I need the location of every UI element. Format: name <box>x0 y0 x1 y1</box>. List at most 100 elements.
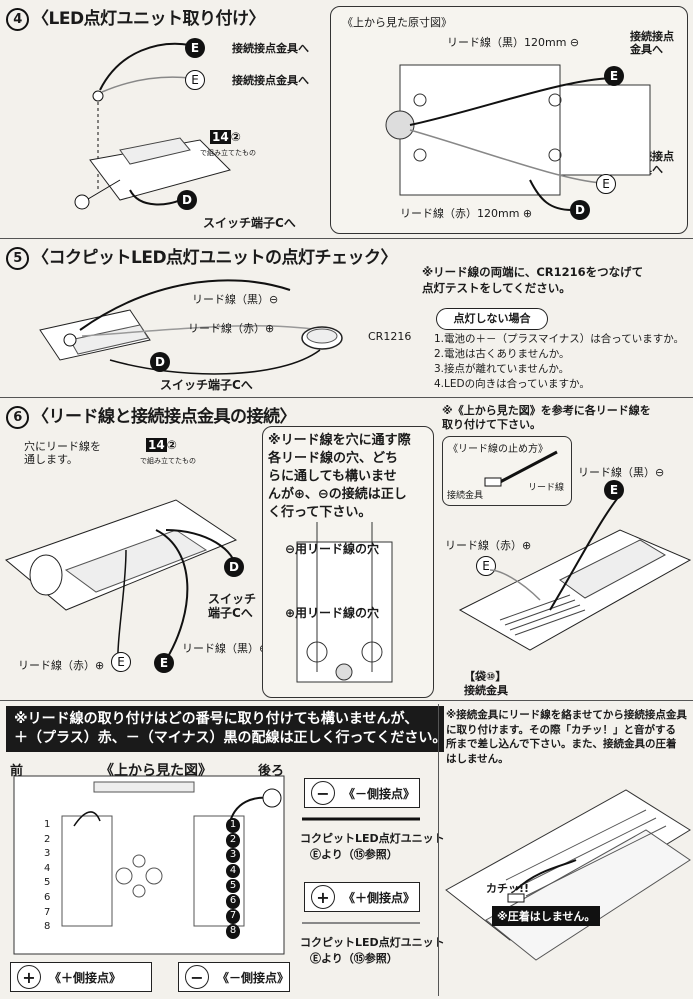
battery-icon <box>301 326 343 350</box>
unit-label: コクピットLED点灯ユニット <box>300 936 445 949</box>
from-e-label: Ⓔより（⑮参照） <box>310 952 398 965</box>
plus-icon: + <box>17 965 41 989</box>
red-lead-label: リード線（赤）120mm ⊕ <box>400 207 533 220</box>
minus-contact-legend: −《－側接点》 <box>304 778 420 808</box>
minus-hole-label: ⊖用リード線の穴 <box>285 542 380 556</box>
front-label: 前 <box>10 764 24 779</box>
hole-caution: ※リード線を穴に通す際 各リード線の穴、どち らに通しても構いませ んが⊕、⊖の… <box>268 433 411 520</box>
contact-number: 7 <box>44 906 51 918</box>
e-connector-badge: E <box>476 556 496 576</box>
led-unit-lead-black <box>302 817 420 821</box>
step-number: 6 <box>6 406 29 429</box>
e-connector-badge: E <box>604 66 624 86</box>
hole-diagram <box>296 522 393 683</box>
unit-label: コクピットLED点灯ユニット <box>300 832 445 845</box>
switch-terminal-label: スイッチ 端子Cへ <box>208 592 257 620</box>
e-destination-label: 接続接点 金具へ <box>630 30 674 56</box>
contact-number: 4 <box>44 862 51 874</box>
top-view-illustration <box>458 494 692 651</box>
black-lead-label: リード線（黒）120mm ⊖ <box>447 36 580 49</box>
switch-terminal-label: スイッチ端子Cへ <box>160 378 253 392</box>
red-lead-label: リード線（赤）⊕ <box>18 659 105 672</box>
step-reference-note: で組み立てたもの <box>200 149 256 157</box>
inset-title: 《上から見た原寸図》 <box>342 16 452 29</box>
plus-hole-label: ⊕用リード線の穴 <box>285 606 380 620</box>
column-divider <box>438 704 439 996</box>
top-view-title: 《上から見た図》 <box>100 763 212 779</box>
lead-label: リード線 <box>528 483 565 493</box>
contact-number: 2 <box>226 833 240 848</box>
d-connector-badge: D <box>570 200 590 220</box>
from-e-label: Ⓔより（⑮参照） <box>310 848 398 861</box>
left-contact-numbers: 1 2 3 4 5 6 7 8 <box>44 818 50 935</box>
contact-number: 4 <box>226 863 240 879</box>
e-connector-badge: E <box>604 480 624 500</box>
led-check-illustration <box>39 279 321 375</box>
step-reference-note: で組み立てたもの <box>140 457 196 465</box>
lead-stop-title: 《リード線の止め方》 <box>448 444 548 455</box>
contact-number: 5 <box>44 877 51 889</box>
plus-contact-legend: +《＋側接点》 <box>304 882 420 912</box>
minus-icon: − <box>311 781 335 805</box>
troubleshoot-item: 2.電池は古くありませんか。 <box>434 348 570 360</box>
lead-stop-diagram <box>484 450 558 487</box>
contact-top-view <box>13 775 285 955</box>
plus-icon: + <box>311 885 335 909</box>
no-crimp-note: ※圧着はしません。 <box>492 906 601 926</box>
contact-number: 3 <box>226 848 240 863</box>
e-destination-label: 接続接点金具へ <box>232 74 309 87</box>
section-6-title: 6〈リード線と接続接点金具の接続〉 <box>6 402 297 429</box>
troubleshoot-item: 3.接点が離れていませんか。 <box>434 363 570 375</box>
minus-contact-footer: −《－側接点》 <box>178 962 290 992</box>
contact-number: 5 <box>226 878 240 894</box>
frame-wiring-illustration <box>5 499 238 671</box>
contact-number: 6 <box>226 893 240 909</box>
switch-terminal-label: スイッチ端子Cへ <box>203 216 296 230</box>
right-contact-numbers: 1 2 3 4 5 6 7 8 <box>226 818 240 939</box>
trouble-title: 点灯しない場合 <box>436 308 548 330</box>
inset-diagram <box>385 64 651 211</box>
bag-label: 【袋⑩】 接続金具 <box>464 670 508 697</box>
led-unit-illustration <box>74 42 231 210</box>
contact-number: 2 <box>44 833 51 845</box>
step-number: 5 <box>6 247 29 270</box>
minus-icon: − <box>185 965 209 989</box>
e-connector-badge: E <box>596 174 616 194</box>
troubleshoot-item: 1.電池の＋－（プラスマイナス）は合っていますか。 <box>434 333 685 345</box>
wiring-warning-banner: ※リード線の取り付けはどの番号に取り付けても構いませんが、 ＋（プラス）赤、－（… <box>6 706 446 752</box>
metal-label: 接続金具 <box>447 491 484 501</box>
black-lead-label: リード線（黒）⊖ <box>192 293 279 306</box>
e-connector-badge: E <box>185 70 205 90</box>
top-view-note: ※《上から見た図》を参考に各リード線を 取り付けて下さい。 <box>442 404 651 431</box>
section-divider <box>0 397 693 398</box>
section-divider <box>0 700 693 701</box>
d-connector-badge: D <box>177 190 197 210</box>
contact-number: 6 <box>44 891 51 903</box>
step-number: 4 <box>6 8 29 31</box>
troubleshoot-item: 4.LEDの向きは合っていますか。 <box>434 378 590 390</box>
contact-number: 8 <box>44 921 51 933</box>
red-lead-label: リード線（赤）⊕ <box>445 539 532 552</box>
e-connector-badge: E <box>111 652 131 672</box>
battery-label: CR1216 <box>368 330 412 343</box>
section-5-title: 5〈コクピットLED点灯ユニットの点灯チェック〉 <box>6 243 398 270</box>
metal-attach-note: ※接続金具にリード線を絡ませてから接続接点金具 に取り付けます。その際「カチッ！… <box>446 709 687 765</box>
e-destination-label: 接続接点金具へ <box>232 42 309 55</box>
contact-number: 3 <box>44 848 51 860</box>
black-lead-label: リード線（黒）⊖ <box>578 466 665 479</box>
lead-stop-box <box>442 436 572 506</box>
contact-number: 1 <box>44 819 51 830</box>
d-connector-badge: D <box>224 557 244 577</box>
troubleshoot-list: 1.電池の＋－（プラスマイナス）は合っていますか。 2.電池は古くありませんか。… <box>434 332 684 392</box>
led-unit-lead-red <box>302 922 420 924</box>
contact-number: 1 <box>226 818 240 833</box>
section-divider <box>0 238 693 239</box>
hole-note: 穴にリード線を 通します。 <box>24 440 101 466</box>
contact-number: 8 <box>226 924 240 939</box>
red-lead-label: リード線（赤）⊕ <box>188 322 275 335</box>
test-note: ※リード線の両端に、CR1216をつなげて 点灯テストをしてください。 <box>422 265 644 295</box>
e-connector-badge: E <box>185 38 205 58</box>
plus-contact-footer: +《＋側接点》 <box>10 962 152 992</box>
